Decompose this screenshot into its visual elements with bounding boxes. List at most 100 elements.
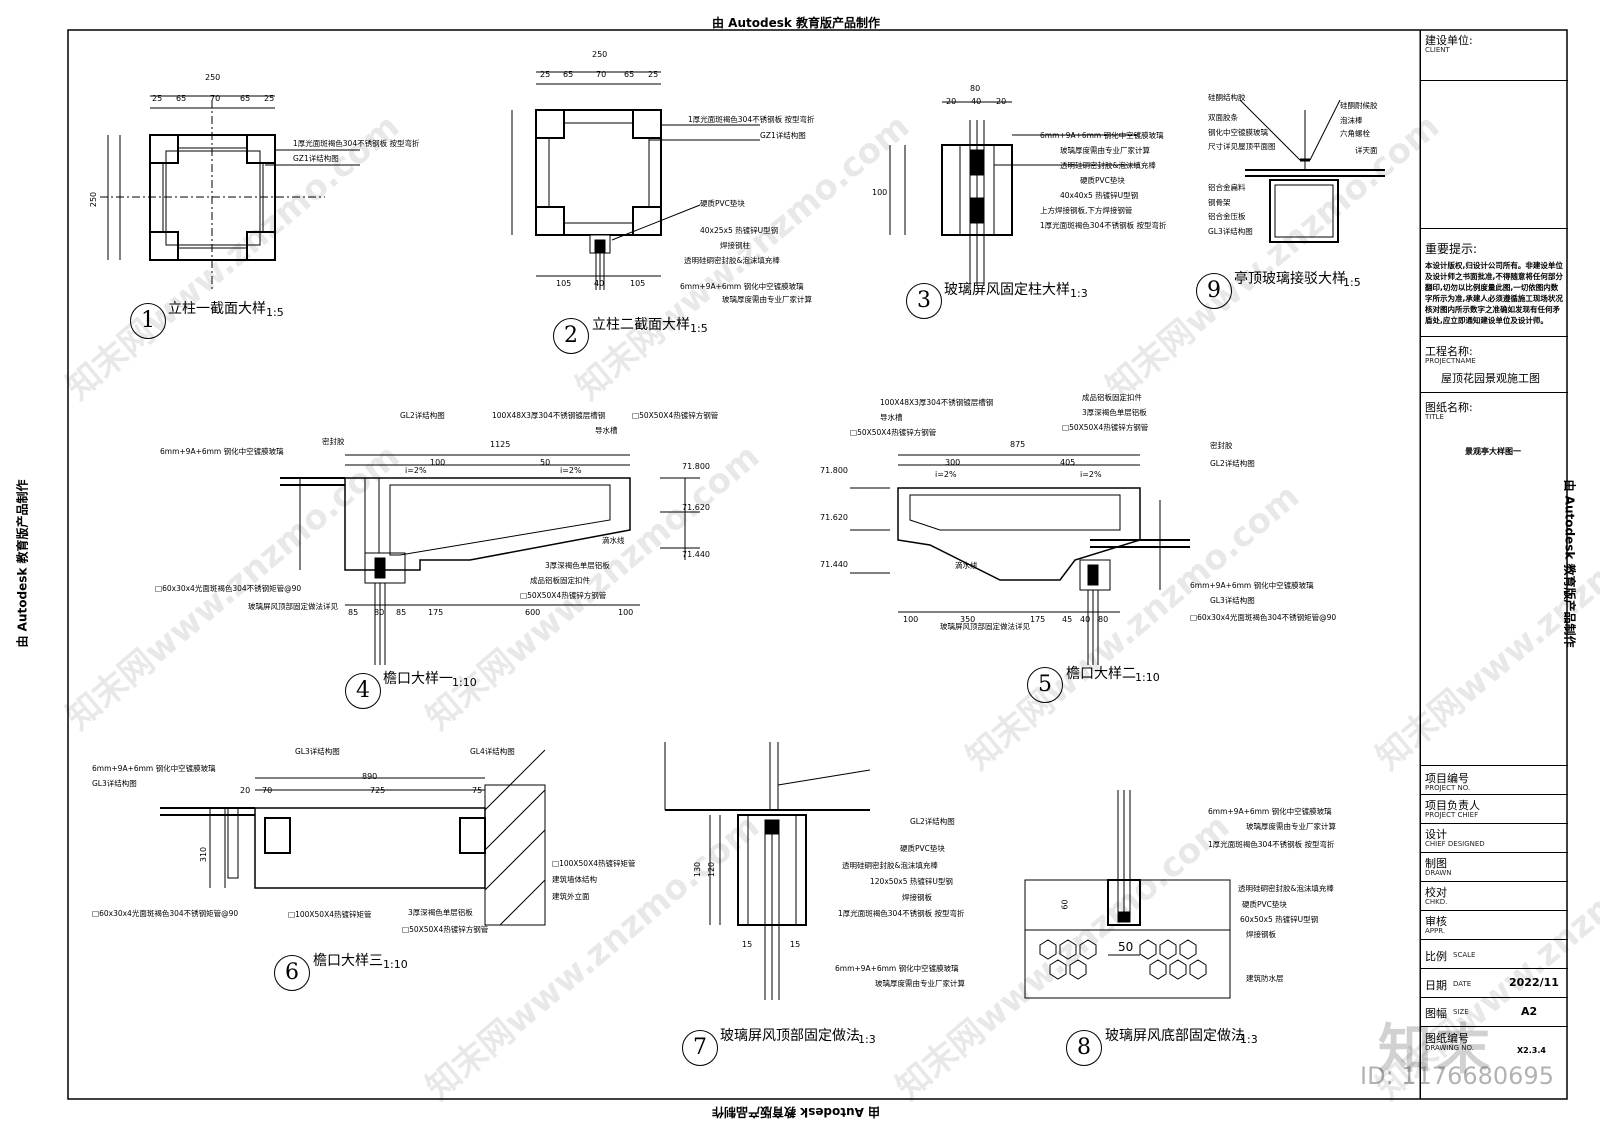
d8-dim-60: 60 bbox=[1060, 899, 1070, 910]
d5-dim-total: 875 bbox=[1010, 440, 1026, 449]
d3-note-a: 6mm+9A+6mm 钢化中空镀膜玻璃 bbox=[1040, 131, 1164, 140]
tb-divider bbox=[1421, 997, 1568, 998]
d2-note-f: 透明硅硐密封胶&泡沫填充棒 bbox=[684, 256, 780, 265]
detail-3-drawing bbox=[889, 101, 1140, 285]
detail-1-scale: 1:5 bbox=[266, 306, 284, 319]
d6-note-f: 建筑墙体结构 bbox=[552, 875, 597, 884]
d4-dim-470: 50 bbox=[540, 458, 551, 467]
d8-note-a: 6mm+9A+6mm 钢化中空镀膜玻璃 bbox=[1208, 807, 1332, 816]
watermark-logo: 知末 bbox=[1378, 1018, 1494, 1081]
row-label-0: 项目编号 bbox=[1425, 772, 1469, 785]
row-label-2: 设计 bbox=[1425, 828, 1447, 841]
scale-en: SCALE bbox=[1453, 951, 1476, 959]
d7-note-d: 120x50x5 热镀锌U型钢 bbox=[870, 877, 953, 886]
row-label-5: 审核 bbox=[1425, 915, 1447, 928]
d4-dim-b5: 600 bbox=[525, 608, 541, 617]
d5-elev-1: 71.800 bbox=[820, 466, 848, 475]
detail-2-scale: 1:5 bbox=[690, 322, 708, 335]
d5-note-e: 3厚深褐色单层铝板 bbox=[1082, 408, 1147, 417]
d4-dim-b2: 80 bbox=[374, 608, 385, 617]
d5-note-j: 6mm+9A+6mm 钢化中空镀膜玻璃 bbox=[1190, 581, 1314, 590]
tb-divider bbox=[1421, 852, 1568, 853]
d5-dim-b3: 175 bbox=[1030, 615, 1046, 624]
d9-note-d: 尺寸详见屋顶平面图 bbox=[1208, 142, 1276, 151]
detail-3-title: 玻璃屏风固定柱大样 bbox=[944, 282, 1070, 298]
d6-note-e: □100X50X4热镀锌矩管 bbox=[552, 859, 636, 868]
d3-note-d: 硬质PVC垫块 bbox=[1080, 176, 1125, 185]
d7-dim-15a: 15 bbox=[742, 940, 753, 949]
d9-note-l: 详天面 bbox=[1355, 146, 1378, 155]
detail-9-title: 亭顶玻璃接驳大样 bbox=[1234, 271, 1346, 287]
detail-1-drawing bbox=[100, 95, 360, 290]
d2-note-c: 硬质PVC垫块 bbox=[700, 199, 745, 208]
scale-label: 比例 bbox=[1425, 950, 1447, 963]
watermark-id: ID: 1176680695 bbox=[1360, 1062, 1554, 1090]
d4-slope-1: i=2% bbox=[405, 466, 427, 475]
row-en-4: CHKD. bbox=[1425, 898, 1448, 906]
d1-note-a: 1厚光面斑褐色304不锈钢板 按型弯折 bbox=[293, 139, 420, 148]
d1-dim-2: 65 bbox=[176, 94, 187, 103]
d6-dim-75: 75 bbox=[472, 786, 483, 795]
detail-6-title: 檐口大样三 bbox=[313, 953, 383, 969]
d3-note-g: 1厚光面斑褐色304不锈钢板 按型弯折 bbox=[1040, 221, 1167, 230]
d2-dim-4: 65 bbox=[624, 70, 635, 79]
tb-divider bbox=[1421, 881, 1568, 882]
d2-note-b: GZ1详结构图 bbox=[760, 131, 806, 140]
d7-note-g: 6mm+9A+6mm 钢化中空镀膜玻璃 bbox=[835, 964, 959, 973]
detail-2-drawing bbox=[511, 71, 760, 290]
d2-dim-b3: 105 bbox=[630, 279, 646, 288]
size-label: 图幅 bbox=[1425, 1007, 1447, 1020]
detail-7-scale: 1:3 bbox=[858, 1033, 876, 1046]
d3-note-f: 上方焊接钢板,下方焊接钢管 bbox=[1040, 206, 1133, 215]
autodesk-stamp-top: 由 Autodesk 教育版产品制作 bbox=[712, 16, 881, 30]
d9-note-k: GL3详结构图 bbox=[1208, 227, 1253, 236]
d3-dim-top: 80 bbox=[970, 84, 981, 93]
row-label-1: 项目负责人 bbox=[1425, 799, 1480, 812]
detail-5-number: 5 bbox=[1027, 667, 1063, 703]
tb-divider bbox=[1421, 1026, 1568, 1027]
d4-dim-b3: 85 bbox=[396, 608, 407, 617]
d6-note-b: GL3详结构图 bbox=[92, 779, 137, 788]
d4-note-c: 密封胶 bbox=[322, 437, 345, 446]
d4-elev-1: 71.800 bbox=[682, 462, 710, 471]
detail-8-scale: 1:3 bbox=[1240, 1033, 1258, 1046]
row-en-2: CHIEF DESIGNED bbox=[1425, 840, 1485, 848]
d8-note-g: 焊接钢板 bbox=[1246, 930, 1276, 939]
d6-note-c: GL3详结构图 bbox=[295, 747, 340, 756]
d2-note-g: 6mm+9A+6mm 钢化中空镀膜玻璃 bbox=[680, 282, 804, 291]
row-en-3: DRAWN bbox=[1425, 869, 1452, 877]
d6-dim-20: 20 bbox=[240, 786, 251, 795]
d4-note-f: □50X50X4热镀锌方钢管 bbox=[632, 411, 719, 420]
d8-dim-50: 50 bbox=[1118, 940, 1134, 954]
detail-1-title: 立柱一截面大样 bbox=[168, 301, 266, 317]
d5-note-h: GL2详结构图 bbox=[1210, 459, 1255, 468]
tb-divider bbox=[1421, 939, 1568, 940]
detail-5-title: 檐口大样二 bbox=[1066, 666, 1136, 682]
tb-divider bbox=[1421, 765, 1568, 766]
d5-note-l: 玻璃屏风顶部固定做法详见 bbox=[940, 622, 1030, 631]
d7-note-e: 焊接钢板 bbox=[902, 893, 932, 902]
d5-note-i: GL3详结构图 bbox=[1210, 596, 1255, 605]
d4-dim-b6: 100 bbox=[618, 608, 634, 617]
tb-divider bbox=[1421, 336, 1568, 337]
d8-note-e: 硬质PVC垫块 bbox=[1242, 900, 1287, 909]
d6-note-d: GL4详结构图 bbox=[470, 747, 515, 756]
d4-note-j: □60x30x4光面斑褐色304不锈钢矩管@90 bbox=[155, 584, 302, 593]
d4-dim-total: 1125 bbox=[490, 440, 511, 449]
d5-note-b: 导水槽 bbox=[880, 413, 903, 422]
d3-note-b: 玻璃厚度需由专业厂家计算 bbox=[1060, 146, 1150, 155]
d2-dim-total: 250 bbox=[592, 50, 608, 59]
d1-note-b: GZ1详结构图 bbox=[293, 154, 339, 163]
detail-4-drawing bbox=[280, 454, 700, 665]
d5-note-k: □60x30x4光面斑褐色304不锈钢矩管@90 bbox=[1190, 613, 1337, 622]
d5-note-d: 成品铝板固定扣件 bbox=[1082, 393, 1142, 402]
d5-dim-b1: 100 bbox=[903, 615, 919, 624]
d8-note-d: 透明硅硐密封胶&泡沫填充棒 bbox=[1238, 884, 1334, 893]
d5-elev-2: 71.620 bbox=[820, 513, 848, 522]
d2-note-e: 焊接钢柱 bbox=[720, 241, 750, 250]
d6-dim-side: 310 bbox=[199, 846, 209, 863]
size-en: SIZE bbox=[1453, 1008, 1469, 1016]
d5-dim-b5: 40 bbox=[1080, 615, 1091, 624]
d4-note-a: GL2详结构图 bbox=[400, 411, 445, 420]
d3-dim-1: 20 bbox=[946, 97, 957, 106]
